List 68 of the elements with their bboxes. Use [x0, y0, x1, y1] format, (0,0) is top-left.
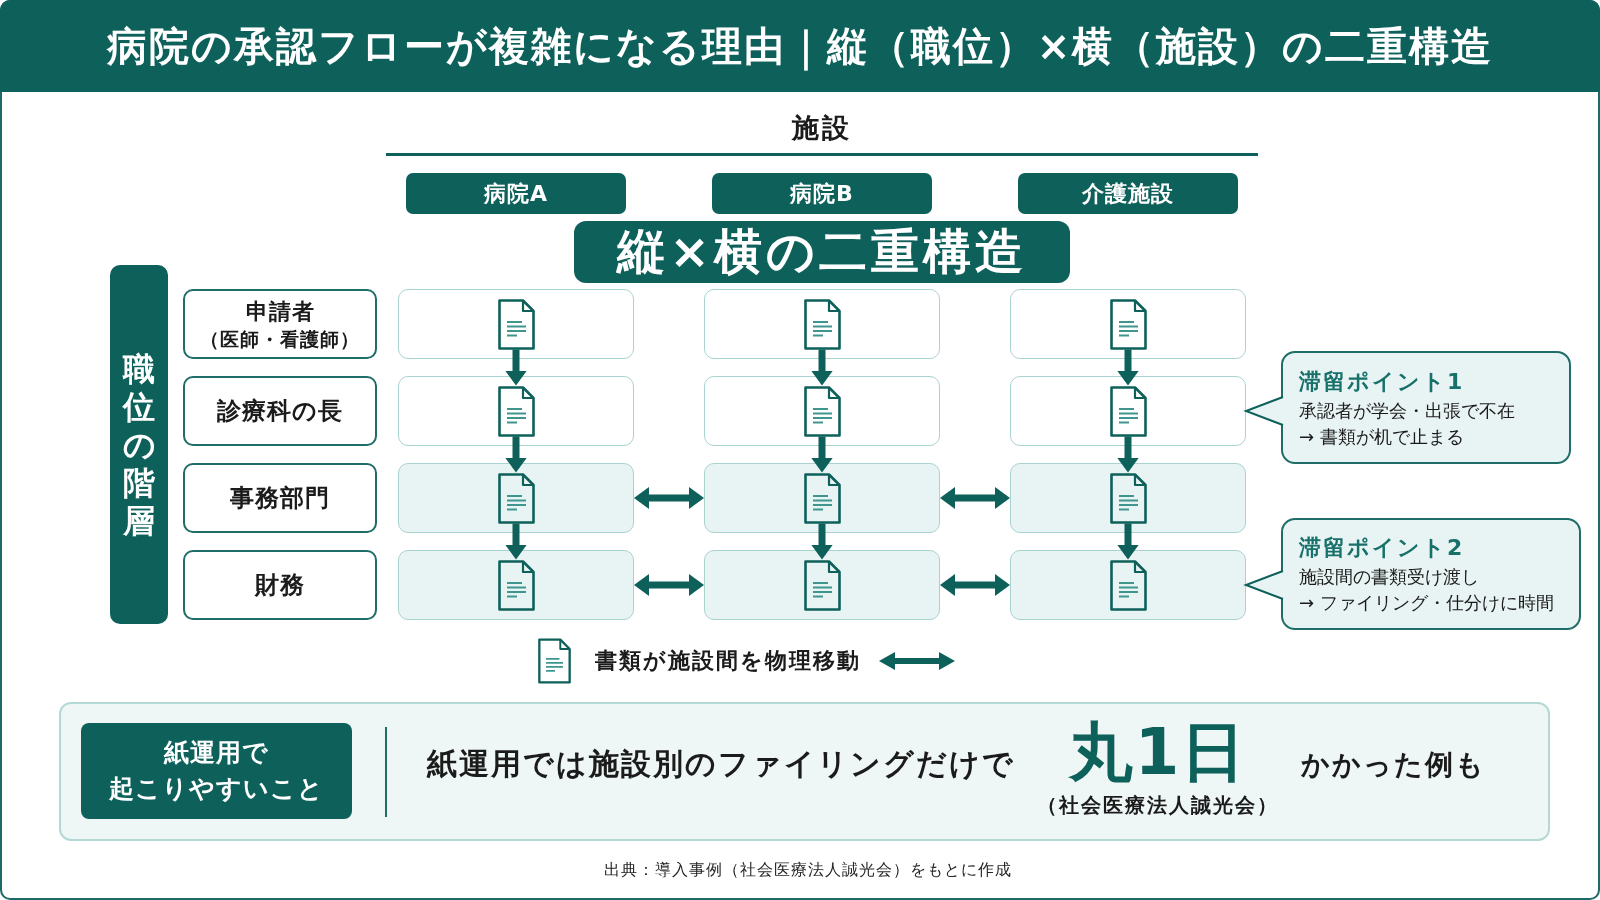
grid-cell [704, 376, 940, 446]
arrow [1117, 436, 1139, 473]
arrow [505, 349, 527, 386]
document-icon [497, 472, 535, 524]
arrow [811, 349, 833, 386]
double-headed-arrow [940, 487, 1010, 509]
grid-cell [704, 463, 940, 533]
row-header: 財務 [183, 550, 377, 620]
grid-cell [1010, 550, 1246, 620]
document-icon [1109, 559, 1147, 611]
double-headed-arrow [940, 574, 1010, 596]
callout-text: → ファイリング・仕分けに時間 [1299, 591, 1554, 615]
document-icon [1109, 385, 1147, 437]
callout-text: 承認者が学会・出張で不在 [1299, 398, 1515, 423]
title-bar: 病院の承認フローが複雑になる理由｜縦（職位）×横（施設）の二重構造 [0, 0, 1600, 92]
row-header [183, 289, 377, 359]
heading-banner: 縦×横の二重構造 [574, 221, 1070, 283]
callout-pointer [1243, 396, 1284, 426]
highlight-figure: 丸1日 [1068, 716, 1248, 788]
grid-cell [1010, 289, 1246, 359]
grid-cell [398, 550, 634, 620]
document-icon [803, 385, 841, 437]
topic-label: 紙運用で起こりやすいこと [81, 723, 352, 819]
document-icon [803, 298, 841, 350]
document-icon [803, 472, 841, 524]
callout-heading: 滞留ポイント1 [1299, 367, 1465, 396]
arrow [1117, 349, 1139, 386]
document-icon [1109, 298, 1147, 350]
grid-cell [1010, 463, 1246, 533]
document-icon [803, 559, 841, 611]
source-footnote: 出典：導入事例（社会医療法人誠光会）をもとに作成 [604, 859, 1012, 881]
double-headed-arrow [634, 574, 704, 596]
row-header: 診療科の長 [183, 376, 377, 446]
callout-pointer [1243, 570, 1284, 600]
callout-text: → 書類が机で止まる [1299, 424, 1464, 449]
document-icon [497, 385, 535, 437]
callout-box [1281, 351, 1571, 464]
document-icon [497, 298, 535, 350]
document-icon [1109, 472, 1147, 524]
arrow [1117, 523, 1139, 560]
document-icon [497, 559, 535, 611]
row-header-title: 申請者 [245, 297, 315, 326]
column-header: 病院A [406, 173, 626, 214]
row-header-note: （医師・看護師） [200, 326, 360, 352]
grid-cell [704, 289, 940, 359]
grid-cell [704, 550, 940, 620]
row-axis-band: 職位の階層 [110, 265, 168, 624]
double-headed-arrow [634, 487, 704, 509]
arrow [811, 436, 833, 473]
summary-panel [59, 702, 1550, 841]
axis-heading: 施設 [792, 111, 852, 145]
column-header: 介護施設 [1018, 173, 1238, 214]
callout-text: 施設間の書類受け渡し [1299, 565, 1479, 589]
arrow [811, 523, 833, 560]
source-note: （社会医療法人誠光会） [1037, 792, 1279, 818]
column-header: 病院B [712, 173, 932, 214]
grid-cell [398, 289, 634, 359]
grid-cell [398, 463, 634, 533]
callout-heading: 滞留ポイント2 [1299, 534, 1465, 562]
grid-cell [398, 376, 634, 446]
arrow [505, 436, 527, 473]
legend-text: 書類が施設間を物理移動 [595, 647, 861, 675]
row-header: 事務部門 [183, 463, 377, 533]
summary-text: 紙運用では施設別のファイリングだけで [427, 745, 1015, 783]
summary-text: かかった例も [1301, 747, 1486, 783]
callout-box [1281, 518, 1581, 630]
grid-cell [1010, 376, 1246, 446]
arrow [505, 523, 527, 560]
